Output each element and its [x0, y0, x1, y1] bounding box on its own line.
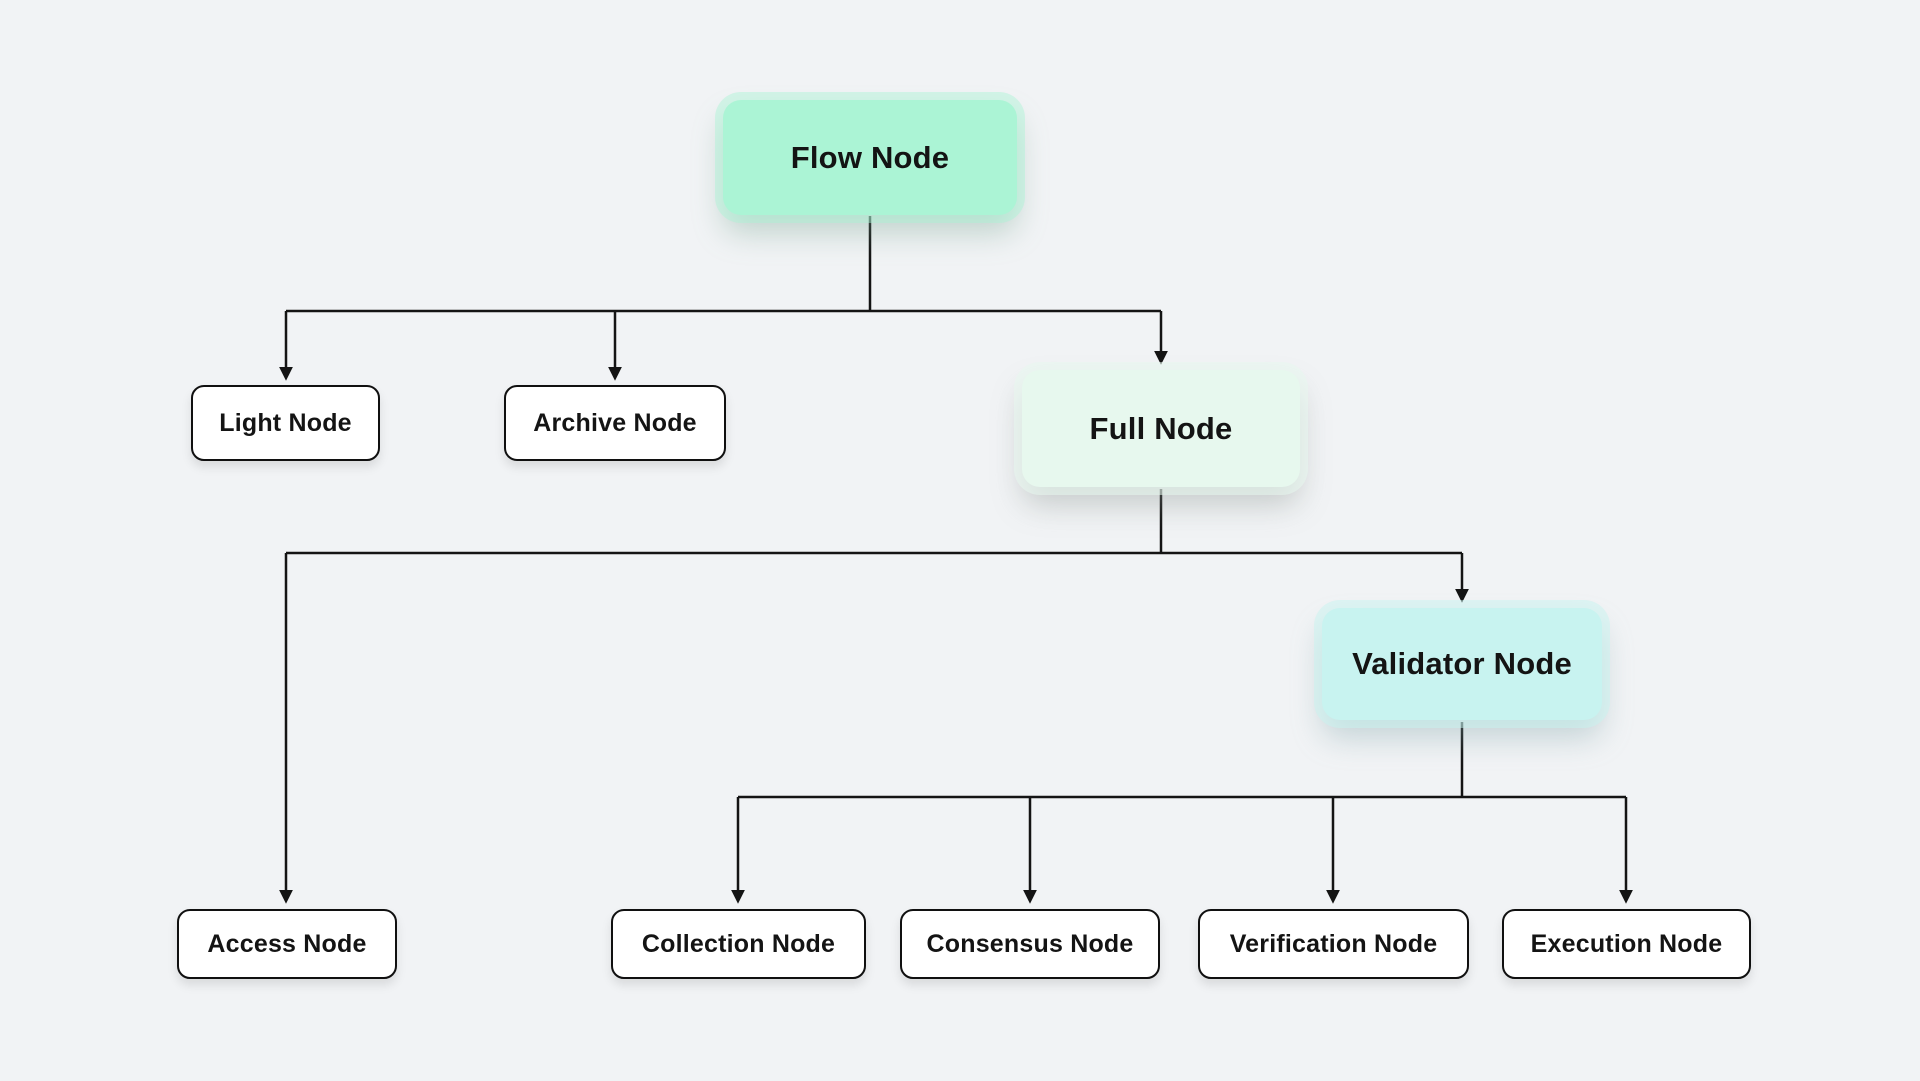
connector-flow-children — [279, 216, 1168, 381]
node-validator: Validator Node — [1322, 608, 1602, 720]
node-verification: Verification Node — [1198, 909, 1469, 979]
node-consensus: Consensus Node — [900, 909, 1160, 979]
node-light: Light Node — [191, 385, 380, 461]
node-access: Access Node — [177, 909, 397, 979]
node-archive: Archive Node — [504, 385, 726, 461]
node-full: Full Node — [1022, 370, 1300, 487]
node-flow: Flow Node — [723, 100, 1017, 215]
node-collection: Collection Node — [611, 909, 866, 979]
node-execution: Execution Node — [1502, 909, 1751, 979]
connector-validator-children — [731, 722, 1633, 904]
connector-full-children — [279, 489, 1469, 904]
